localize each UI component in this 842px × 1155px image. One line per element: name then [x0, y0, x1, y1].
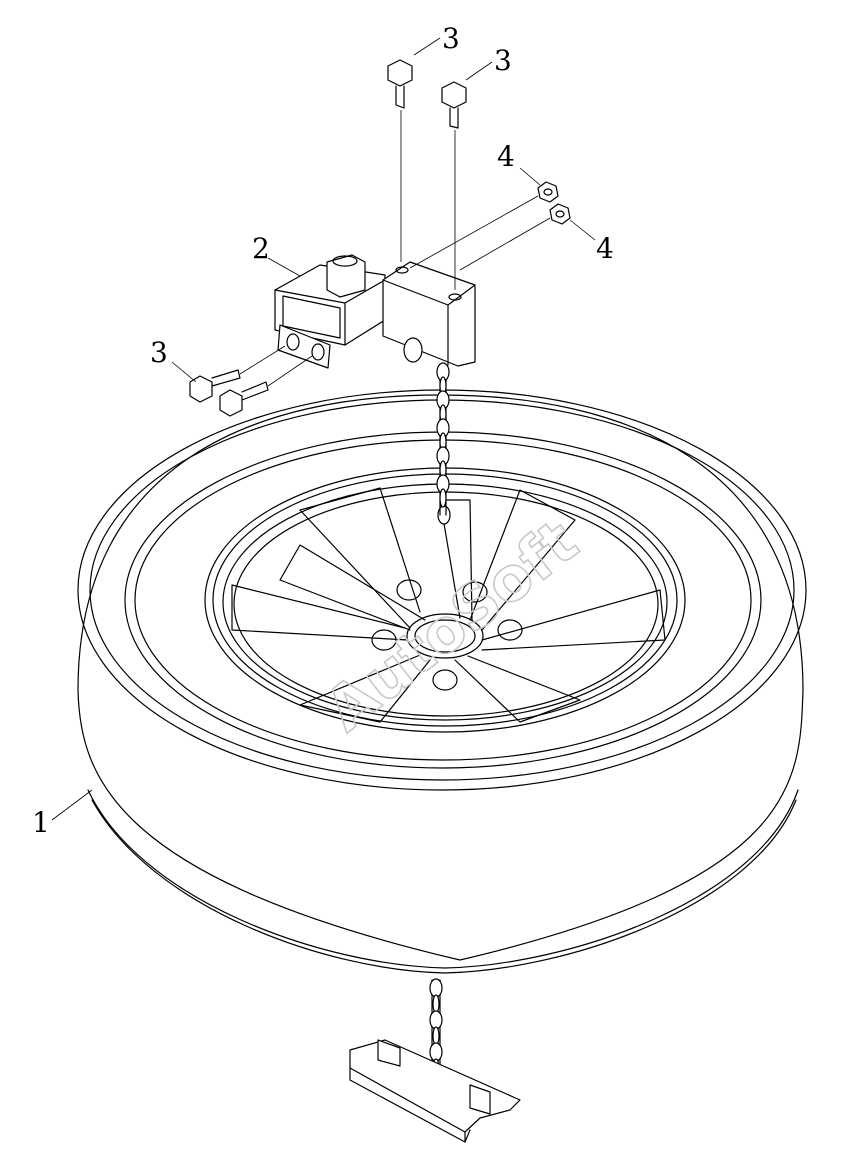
- chain-link: [432, 1026, 440, 1046]
- chain-link: [429, 1010, 443, 1030]
- nut-upper: [409, 181, 559, 269]
- callout-4-nut-upper: 4: [497, 140, 515, 173]
- callout-2: 2: [252, 232, 270, 265]
- bolt-side-2: [219, 355, 313, 417]
- chain-link: [439, 488, 447, 508]
- callout-3-bolt-top-right: 3: [494, 44, 512, 77]
- chain-link: [432, 994, 440, 1014]
- callout-3-bolt-top-left: 3: [442, 22, 460, 55]
- tire-lift-plate: [349, 1039, 521, 1143]
- callout-1: 1: [32, 806, 50, 839]
- chain-link: [429, 1042, 443, 1062]
- bolt-side-1: [189, 345, 286, 403]
- chain-link: [429, 978, 443, 998]
- carrier-bracket: [274, 254, 476, 369]
- callout-leaders: [51, 37, 596, 821]
- bolt-top-left: [387, 59, 413, 262]
- nut-lower: [459, 203, 571, 271]
- bolt-top-right: [441, 81, 467, 290]
- callout-3-bolt-side: 3: [150, 336, 168, 369]
- lifting-chain: [429, 362, 450, 1086]
- callout-4-nut-lower: 4: [596, 232, 614, 265]
